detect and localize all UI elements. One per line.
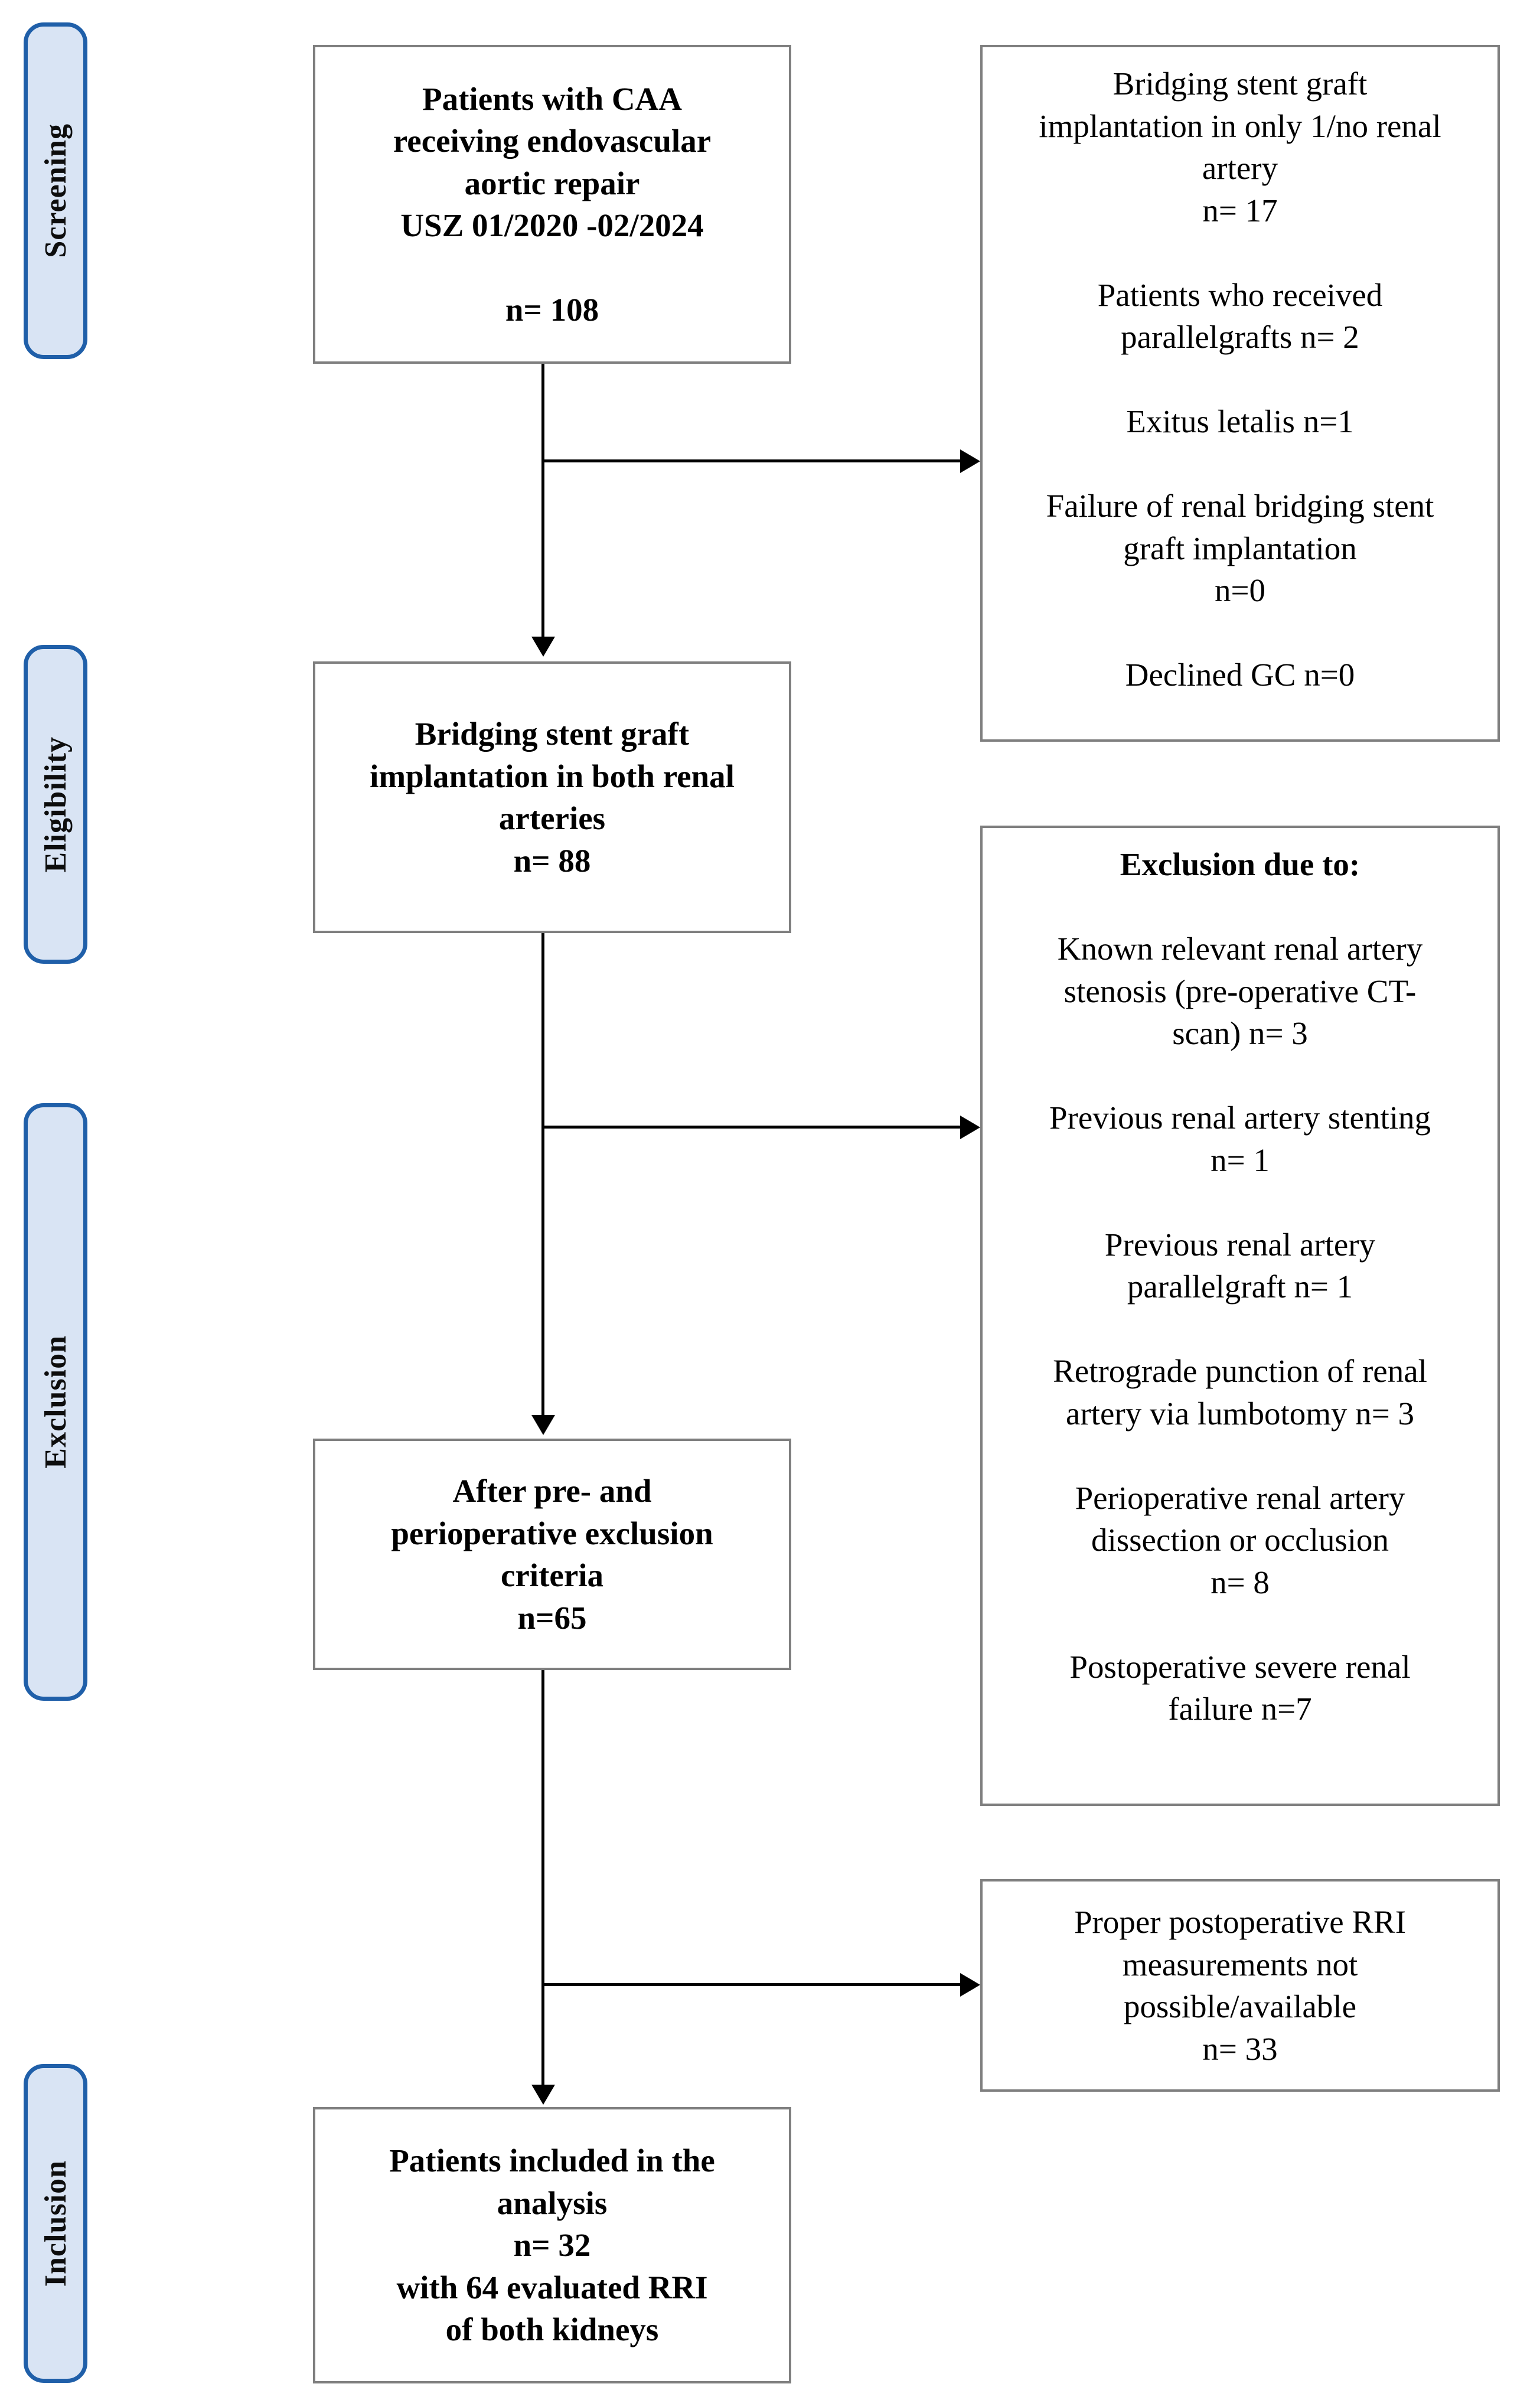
eligibility-box-line-1: Bridging stent graft	[415, 716, 690, 752]
screening-box-line-1: Patients with CAA	[422, 80, 682, 117]
exclusion-criteria-line-2: stenosis (pre-operative CT-	[1063, 973, 1417, 1009]
screening-box-count: n= 108	[505, 292, 599, 328]
screening-exclusions-count-2: parallelgrafts n= 2	[1121, 319, 1359, 355]
exclusion-criteria-count-4: artery via lumbotomy n= 3	[1065, 1395, 1415, 1431]
exclusion-criteria-count-2: n= 1	[1211, 1142, 1270, 1178]
exclusion-criteria-spacer-1	[993, 1055, 1487, 1097]
exclusion-criteria-line-1: Known relevant renal artery	[1057, 931, 1423, 967]
exclusion-criteria-line-4: Previous renal artery	[1104, 1226, 1376, 1263]
exclusion-criteria-heading: Exclusion due to:	[1120, 846, 1360, 882]
connector-exclusion-to-inclusion-line	[541, 1670, 544, 2087]
eligibility-box-count: n= 88	[513, 842, 591, 879]
exclusion-criteria-line-3: Previous renal artery stenting	[1049, 1100, 1431, 1136]
rri-unavailable-count: n= 33	[1202, 2030, 1278, 2067]
exclusion-criteria-count-3: parallelgraft n= 1	[1127, 1269, 1353, 1305]
screening-exclusions-count-5: Declined GC n=0	[1125, 657, 1355, 693]
stage-tab-eligibility-label: Eligibility	[38, 736, 73, 873]
exclusion-criteria-box: Exclusion due to: Known relevant renal a…	[980, 826, 1500, 1806]
screening-exclusions-line-5: Failure of renal bridging stent	[1046, 488, 1434, 524]
connector-exclusion-to-rri-arrowhead	[960, 1973, 980, 1997]
connector-eligibility-to-criteria-line	[541, 1126, 962, 1129]
screening-box: Patients with CAA receiving endovascular…	[313, 45, 791, 364]
screening-exclusions-count-4: n=0	[1214, 572, 1266, 608]
inclusion-box-line-5: of both kidneys	[445, 2311, 659, 2348]
exclusion-criteria-line-7: dissection or occlusion	[1091, 1522, 1389, 1558]
exclusion-criteria-spacer-3	[993, 1308, 1487, 1351]
connector-eligibility-to-exclusion-line	[541, 933, 544, 1417]
connector-screening-to-exclusions-line	[541, 459, 962, 462]
exclusion-criteria-line-8: Postoperative severe renal	[1069, 1648, 1411, 1685]
screening-box-line-4: USZ 01/2020 -02/2024	[400, 207, 704, 243]
screening-exclusions-box: Bridging stent graft implantation in onl…	[980, 45, 1500, 742]
exclusion-box-count: n=65	[517, 1599, 587, 1636]
exclusion-criteria-count-1: scan) n= 3	[1172, 1015, 1308, 1051]
eligibility-box-line-2: implantation in both renal	[370, 758, 735, 794]
exclusion-criteria-spacer-4	[993, 1434, 1487, 1477]
inclusion-box-count: n= 32	[513, 2227, 591, 2264]
screening-exclusions-line-1: Bridging stent graft	[1112, 66, 1368, 102]
connector-exclusion-to-inclusion-arrowhead	[531, 2085, 555, 2105]
screening-exclusions-line-3: artery	[1202, 150, 1278, 186]
inclusion-box-line-4: with 64 evaluated RRI	[396, 2269, 708, 2306]
screening-exclusions-spacer-1	[993, 231, 1487, 274]
inclusion-box-line-1: Patients included in the	[389, 2143, 715, 2179]
rri-unavailable-line-1: Proper postoperative RRI	[1074, 1904, 1407, 1940]
connector-screening-to-eligibility-arrowhead	[531, 637, 555, 657]
connector-screening-to-eligibility-line	[541, 364, 544, 639]
exclusion-criteria-spacer-2	[993, 1181, 1487, 1224]
exclusion-criteria-line-6: Perioperative renal artery	[1075, 1479, 1405, 1516]
inclusion-box: Patients included in the analysis n= 32 …	[313, 2107, 791, 2383]
exclusion-box: After pre- and perioperative exclusion c…	[313, 1439, 791, 1670]
inclusion-box-line-2: analysis	[497, 2184, 608, 2221]
exclusion-criteria-line-5: Retrograde punction of renal	[1053, 1353, 1427, 1389]
screening-box-line-3: aortic repair	[464, 165, 640, 201]
screening-exclusions-spacer-2	[993, 358, 1487, 401]
screening-exclusions-count-1: n= 17	[1202, 192, 1278, 229]
rri-unavailable-box: Proper postoperative RRI measurements no…	[980, 1879, 1500, 2092]
exclusion-criteria-spacer-5	[993, 1603, 1487, 1646]
exclusion-box-line-3: criteria	[500, 1557, 604, 1593]
screening-exclusions-line-4: Patients who received	[1097, 276, 1383, 313]
screening-exclusions-line-2: implantation in only 1/no renal	[1039, 107, 1441, 144]
screening-exclusions-line-6: graft implantation	[1123, 530, 1357, 566]
connector-screening-to-exclusions-arrowhead	[960, 449, 980, 473]
screening-box-spacer	[326, 247, 778, 289]
screening-box-line-2: receiving endovascular	[393, 123, 712, 159]
stage-tab-eligibility[interactable]: Eligibility	[24, 645, 87, 964]
stage-tab-inclusion[interactable]: Inclusion	[24, 2064, 87, 2383]
screening-exclusions-count-3: Exitus letalis n=1	[1126, 403, 1354, 439]
stage-tab-exclusion-label: Exclusion	[38, 1335, 73, 1469]
screening-exclusions-spacer-3	[993, 443, 1487, 485]
stage-tab-exclusion[interactable]: Exclusion	[24, 1103, 87, 1701]
stage-tab-inclusion-label: Inclusion	[38, 2160, 73, 2287]
rri-unavailable-line-3: possible/available	[1123, 1988, 1357, 2024]
exclusion-criteria-spacer-0	[993, 886, 1487, 928]
exclusion-criteria-count-6: failure n=7	[1168, 1691, 1312, 1727]
connector-exclusion-to-rri-line	[541, 1983, 962, 1986]
connector-eligibility-to-criteria-arrowhead	[960, 1116, 980, 1139]
eligibility-box-line-3: arteries	[498, 800, 606, 836]
stage-tab-screening-label: Screening	[38, 123, 73, 258]
exclusion-criteria-count-5: n= 8	[1211, 1564, 1270, 1600]
exclusion-box-line-2: perioperative exclusion	[391, 1515, 713, 1551]
eligibility-box: Bridging stent graft implantation in bot…	[313, 661, 791, 933]
exclusion-box-line-1: After pre- and	[452, 1473, 652, 1509]
screening-exclusions-spacer-4	[993, 612, 1487, 654]
connector-eligibility-to-exclusion-arrowhead	[531, 1415, 555, 1435]
rri-unavailable-line-2: measurements not	[1122, 1946, 1358, 1982]
stage-tab-screening[interactable]: Screening	[24, 22, 87, 359]
